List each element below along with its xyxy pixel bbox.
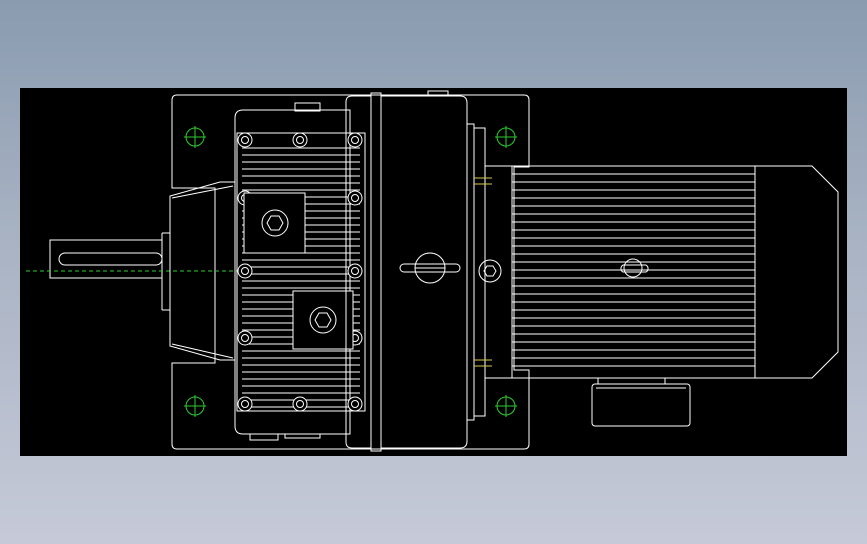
drain-plug-upper: [243, 192, 306, 254]
intermediate-housing: [345, 90, 468, 452]
motor-fan-cover: [754, 165, 839, 379]
mount-hole-top-left: [184, 126, 206, 148]
cad-drawing-viewport[interactable]: [20, 88, 847, 456]
housing-bolts: [237, 132, 363, 412]
motor-body: [511, 165, 756, 379]
gearbox-housing: [234, 102, 351, 441]
mount-hole-bottom-right: [495, 395, 517, 417]
mount-hole-top-right: [495, 126, 517, 148]
output-shaft: [49, 232, 170, 311]
motor-adapter: [466, 123, 513, 421]
gear-motor-drawing: [26, 90, 839, 452]
mount-hole-bottom-left: [184, 395, 206, 417]
terminal-box: [591, 377, 691, 427]
drain-plug-lower: [292, 290, 354, 350]
base-plate: [171, 94, 530, 450]
